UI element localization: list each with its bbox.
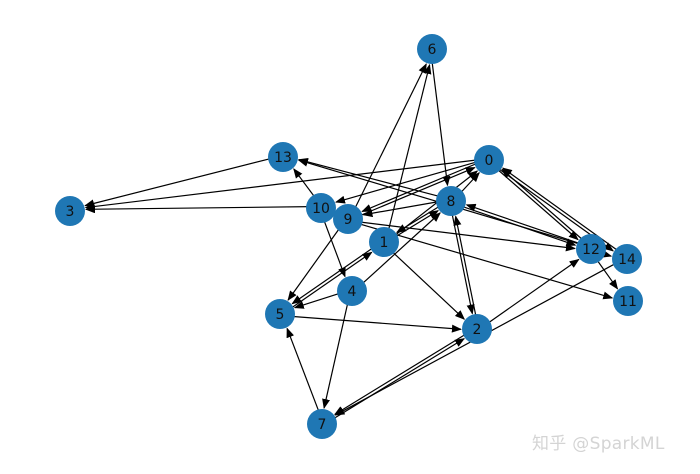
node-circle [307, 409, 337, 439]
node-8: 8 [436, 186, 466, 216]
node-label: 2 [473, 322, 482, 338]
edge-10-to-3 [84, 205, 321, 214]
edge-2-to-12 [477, 258, 580, 331]
edge-14-to-0 [502, 167, 629, 259]
node-circle [436, 186, 466, 216]
edge-5-to-2 [279, 314, 462, 333]
edge-12-to-8 [465, 203, 592, 249]
edge-1-to-5 [291, 240, 384, 305]
node-2: 2 [462, 314, 492, 344]
node-label: 10 [312, 201, 330, 217]
node-label: 4 [348, 284, 357, 300]
node-label: 12 [582, 242, 600, 258]
edge-6-to-8 [429, 49, 451, 187]
node-4: 4 [337, 276, 367, 306]
edge-2-to-7 [334, 327, 477, 415]
node-3: 3 [55, 196, 85, 226]
node-circle [268, 142, 298, 172]
node-label: 1 [380, 235, 389, 251]
node-label: 3 [66, 204, 75, 220]
node-12: 12 [576, 234, 606, 264]
node-circle [613, 286, 643, 316]
node-9: 9 [333, 204, 363, 234]
edge-8-to-12 [450, 201, 577, 247]
node-1: 1 [369, 227, 399, 257]
node-7: 7 [307, 409, 337, 439]
node-label: 9 [344, 212, 353, 228]
node-11: 11 [613, 286, 643, 316]
node-circle [337, 276, 367, 306]
node-label: 8 [447, 194, 456, 210]
edge-8-to-13 [297, 158, 452, 201]
node-label: 6 [428, 42, 437, 58]
node-label: 5 [276, 307, 285, 323]
node-circle [576, 234, 606, 264]
edge-9-to-6 [348, 63, 427, 220]
edge-13-to-3 [84, 154, 283, 208]
edge-7-to-2 [322, 338, 465, 426]
node-circle [306, 193, 336, 223]
edge-1-to-2 [382, 242, 466, 320]
node-circle [474, 145, 504, 175]
watermark: 知乎 @SparkML [532, 434, 665, 454]
node-0: 0 [474, 145, 504, 175]
node-label: 14 [618, 252, 636, 268]
edge-9-to-5 [287, 217, 348, 301]
node-label: 11 [619, 294, 637, 310]
edge-0-to-12 [487, 160, 579, 241]
node-circle [612, 244, 642, 274]
node-14: 14 [612, 244, 642, 274]
node-circle [265, 299, 295, 329]
node-circle [369, 227, 399, 257]
edge-0-to-3 [84, 157, 489, 211]
edge-9-to-12 [347, 219, 576, 252]
node-circle [333, 204, 363, 234]
node-label: 0 [485, 153, 494, 169]
edge-2-to-8 [453, 215, 480, 329]
node-13: 13 [268, 142, 298, 172]
edge-4-to-8 [352, 212, 441, 293]
edge-7-to-5 [286, 327, 324, 424]
edge-1-to-6 [384, 63, 432, 243]
edge-0-to-9 [361, 158, 489, 212]
node-circle [417, 34, 447, 64]
node-6: 6 [417, 34, 447, 64]
edge-8-to-2 [448, 201, 475, 315]
node-label: 13 [274, 150, 292, 166]
node-circle [462, 314, 492, 344]
edges-layer [84, 49, 629, 426]
edge-4-to-7 [322, 290, 352, 410]
node-label: 7 [318, 417, 327, 433]
node-5: 5 [265, 299, 295, 329]
edge-5-to-1 [280, 251, 373, 316]
node-circle [55, 196, 85, 226]
node-10: 10 [306, 193, 336, 223]
